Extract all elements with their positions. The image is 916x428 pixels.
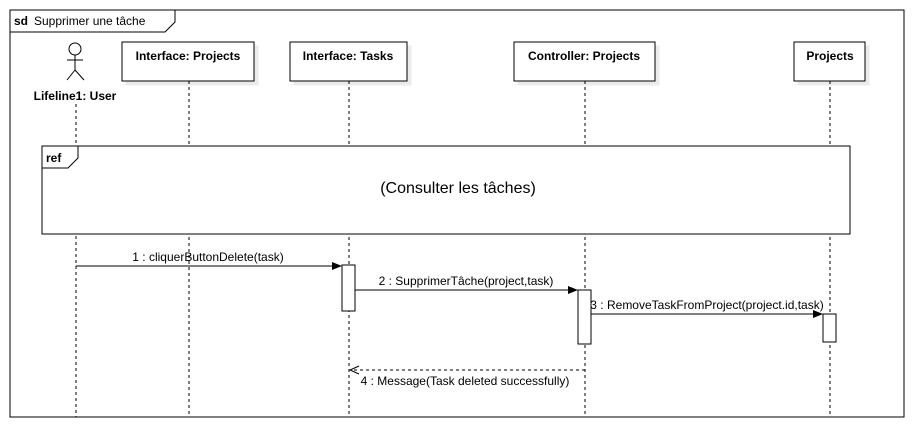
ref-fragment — [41, 145, 851, 235]
lifeline-head-controller-projects: Controller: Projects — [513, 41, 656, 82]
message-2-label: 2 : SupprimerTâche(project,task) — [379, 274, 554, 288]
lifeline-head-interface-projects: Interface: Projects — [121, 41, 255, 82]
message-2-arrowhead-icon — [568, 286, 578, 294]
lifeline-head-projects: Projects — [793, 41, 866, 82]
message-4-open-arrowhead-icon — [348, 365, 360, 375]
ref-tab — [41, 145, 79, 169]
message-3-arrowhead-icon — [813, 310, 823, 318]
message-1-label: 1 : cliquerButtonDelete(task) — [132, 250, 283, 264]
lifeline-label-interface-tasks: Interface: Tasks — [303, 49, 394, 63]
message-4-label: 4 : Message(Task deleted successfully) — [361, 374, 570, 388]
diagram-title: Supprimer une tâche — [34, 14, 146, 28]
ref-text: (Consulter les tâches) — [380, 180, 536, 197]
activation-interface-tasks — [341, 264, 356, 312]
sd-frame-tab — [9, 9, 176, 33]
actor-label: Lifeline1: User — [34, 89, 117, 103]
activation-controller-projects — [577, 289, 592, 345]
ref-keyword: ref — [46, 151, 62, 165]
activation-projects — [822, 313, 837, 343]
lifeline-head-interface-tasks: Interface: Tasks — [289, 41, 408, 82]
lifeline-label-projects: Projects — [806, 49, 854, 63]
lifeline-label-controller-projects: Controller: Projects — [528, 49, 640, 63]
lifeline-label-interface-projects: Interface: Projects — [136, 49, 241, 63]
message-3-label: 3 : RemoveTaskFromProject(project.id,tas… — [590, 298, 823, 312]
sd-frame — [9, 9, 905, 418]
sd-keyword: sd — [14, 14, 28, 28]
user-actor-icon — [66, 42, 85, 81]
message-1-arrowhead-icon — [332, 262, 342, 270]
